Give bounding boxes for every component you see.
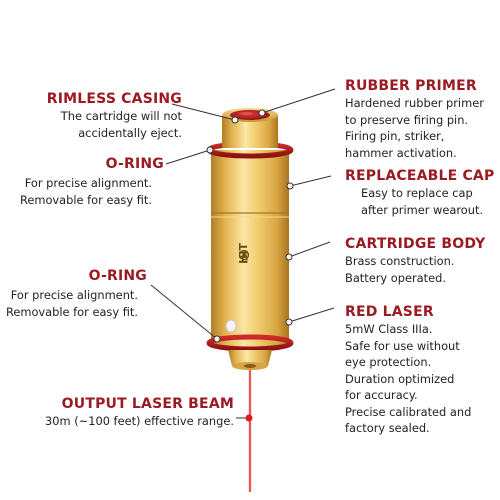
svg-text:HIT: HIT [237,243,250,264]
bottom-o-ring [206,334,294,352]
callout-desc: eye protection. [345,355,432,369]
callout-desc: The cartridge will not [60,109,182,123]
callout-desc: 5mW Class IIIa. [345,322,433,336]
callout-dots [206,109,294,422]
callout-o-ring-top: O-RING [106,156,164,173]
callout-title: CARTRIDGE BODY [345,236,486,252]
callout-rimless-casing: RIMLESS CASING The cartridge will not ac… [47,91,182,141]
callout-replaceable-cap: REPLACEABLE CAP Easy to replace cap afte… [345,168,494,218]
callout-desc: to preserve firing pin. [345,112,469,127]
callout-desc: hammer activation. [345,145,457,160]
callout-desc: Firing pin, striker, [345,129,445,143]
callout-desc: Removable for easy fit. [19,192,152,207]
callout-desc: accidentally eject. [78,125,182,140]
callout-desc: Hardened rubber primer [345,96,484,110]
callout-desc: factory sealed. [345,421,430,435]
callout-desc: Brass construction. [345,254,455,268]
callout-desc: Battery operated. [345,270,446,285]
callout-desc: Safe for use without [345,338,460,353]
callout-desc: 30m (~100 feet) effective range. [45,414,234,428]
callout-desc: after primer wearout. [361,202,484,217]
callout-output-laser-beam: OUTPUT LASER BEAM 30m (~100 feet) effect… [45,396,234,430]
callout-title: RIMLESS CASING [46,91,182,107]
callout-title: RUBBER PRIMER [345,78,477,94]
callout-desc: Duration optimized [345,371,455,386]
laser-window [225,319,237,333]
brand-logo: laser HIT [237,243,250,264]
callout-title: REPLACEABLE CAP [345,168,495,184]
callout-title: OUTPUT LASER BEAM [61,396,234,412]
callout-title: O-RING [105,156,164,172]
callout-cartridge-body: CARTRIDGE BODY Brass construction. Batte… [345,236,485,286]
callout-red-laser: RED LASER 5mW Class IIIa. Safe for use w… [345,304,471,437]
callout-desc: For precise alignment. [24,176,152,190]
callout-desc: Precise calibrated and [345,404,472,419]
cartridge-body: laser HIT [206,216,294,370]
replaceable-cap [206,108,294,218]
callout-o-ring-top-desc: For precise alignment. Removable for eas… [20,175,152,208]
callout-desc: Removable for easy fit. [5,304,138,319]
callout-desc: for accuracy. [345,388,418,402]
callout-lines [150,88,336,419]
callout-desc: For precise alignment. [10,288,138,302]
callout-o-ring-bottom: O-RING [89,268,147,285]
callout-title: RED LASER [345,304,434,320]
callout-rubber-primer: RUBBER PRIMER Hardened rubber primer to … [345,78,484,161]
svg-text:laser: laser [244,252,250,263]
callout-desc: Easy to replace cap [361,186,473,200]
callout-o-ring-bottom-desc: For precise alignment. Removable for eas… [6,287,138,320]
callout-title: O-RING [88,268,147,284]
